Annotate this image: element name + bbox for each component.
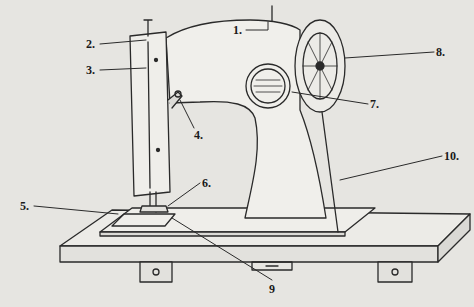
handwheel [295,20,345,112]
callout-number: 5. [20,200,29,212]
leader-line [246,22,268,30]
callout-number: 9 [269,283,275,295]
callout-number: 6. [202,177,211,189]
handwheel-spokes [303,33,337,99]
leader-line [292,92,368,104]
callout-number: 8. [436,46,445,58]
pressure-screw [144,20,152,36]
handwheel-hub [316,62,324,70]
medallion-ring [251,69,285,103]
table-front [60,246,438,262]
screw [157,149,160,152]
leader-line [168,183,200,206]
screw [155,59,158,62]
leader-line [172,218,272,280]
presser-foot [140,206,168,212]
foot-screw [153,269,159,275]
leader-line [34,206,118,214]
medallion [246,64,290,108]
machine-head [130,32,170,196]
leader-lines [34,22,442,280]
table-foot [378,262,412,282]
callout-number: 2. [86,38,95,50]
needle-bar [149,192,150,206]
table-foot [140,262,172,282]
foot-screw [392,269,398,275]
medallion-pattern [254,80,282,92]
leader-line [100,68,146,70]
callout-number: 3. [86,64,95,76]
belt [322,112,338,232]
bed-edge [100,232,345,236]
drawer [252,262,292,270]
handwheel-rim [303,33,337,99]
lever-eye [175,91,181,97]
head-edge [148,42,150,188]
callout-number: 4. [194,129,203,141]
drawer-handle [266,265,278,266]
leader-line [180,100,194,128]
callout-number: 10. [444,150,459,162]
callout-number: 7. [370,98,379,110]
leader-line [345,52,434,58]
leader-line [340,156,442,180]
spool-pin [271,6,272,21]
slide-plate [112,214,175,226]
table-side [438,214,470,262]
callout-number: 1. [233,24,242,36]
leader-line [100,40,146,44]
